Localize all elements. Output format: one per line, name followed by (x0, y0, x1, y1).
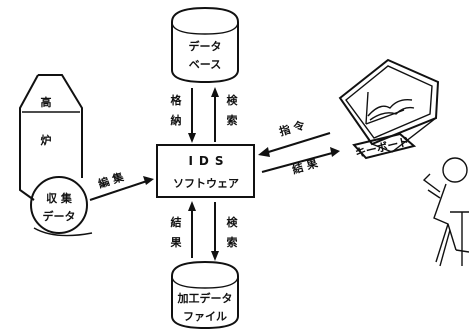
ids-title: IDS (188, 154, 229, 168)
computer-terminal: キーボード (338, 58, 440, 160)
collection-line1: 収 集 (46, 191, 73, 205)
furnace-label-1: 高 (41, 95, 52, 109)
search-down-arrowhead (211, 251, 219, 261)
database-label-line1: データ (189, 39, 222, 53)
result-arrowhead (188, 201, 196, 211)
edit-label: 編 集 (96, 169, 126, 191)
operator-figure (422, 157, 469, 267)
blast-furnace: 高 炉 (19, 74, 83, 201)
instruction-result-arrows: 指 令 結 果 (258, 117, 340, 177)
collection-data-circle: 収 集 データ (30, 176, 93, 237)
ids-subtitle: ソフトウェア (173, 177, 239, 190)
search-top-label-2: 索 (227, 113, 238, 127)
result-right-arrowhead (330, 147, 340, 157)
result-bottom-label-1: 結 (171, 215, 182, 229)
instruction-label: 指 令 (277, 117, 307, 138)
result-right-label: 結 果 (290, 156, 319, 177)
database-label-line2: ベース (189, 58, 221, 71)
screen-graph (365, 91, 415, 125)
processed-file-line1: 加工データ (177, 291, 233, 305)
processed-file-line2: ファイル (183, 310, 227, 323)
store-arrowhead (188, 133, 196, 143)
ids-software-box: IDS ソフトウェア (156, 144, 255, 198)
instruction-arrowhead (258, 147, 270, 157)
search-arrowhead (211, 87, 219, 97)
edit-arrowhead (143, 176, 154, 185)
store-label-2: 納 (171, 113, 182, 127)
search-top-label-1: 検 (227, 93, 239, 107)
store-label-1: 格 (171, 93, 183, 107)
collection-line2: データ (43, 209, 76, 223)
top-arrows: 格 納 検 索 (171, 87, 239, 143)
search-bottom-label-1: 検 (227, 215, 239, 229)
processed-file-cylinder: 加工データ ファイル (171, 260, 239, 330)
result-bottom-label-2: 果 (170, 236, 182, 249)
search-bottom-label-2: 索 (227, 235, 238, 249)
edit-arrow: 編 集 (89, 169, 154, 201)
database-cylinder: データ ベース (171, 6, 239, 84)
bottom-arrows: 結 果 検 索 (170, 201, 239, 261)
furnace-label-2: 炉 (41, 133, 52, 147)
